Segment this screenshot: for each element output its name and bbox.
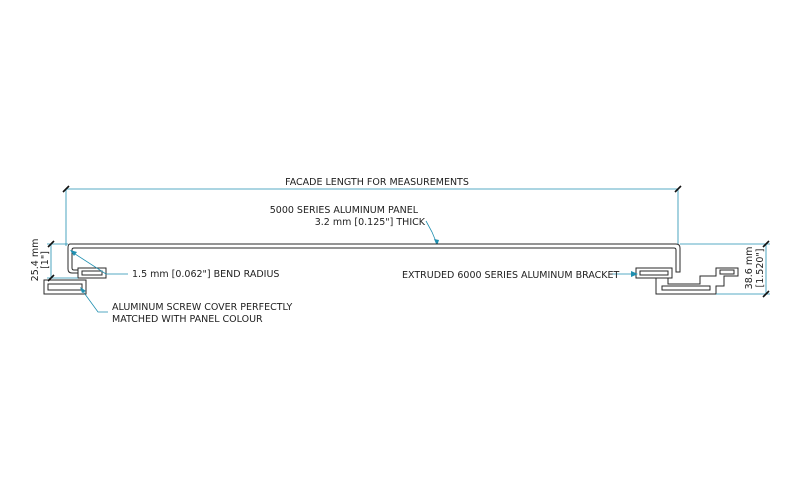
bend-radius-label: 1.5 mm [0.062"] BEND RADIUS <box>132 269 279 280</box>
facade-length-label: FACADE LENGTH FOR MEASUREMENTS <box>285 177 469 188</box>
facade-length-dimension <box>62 185 682 246</box>
left-clip-bracket <box>43 267 107 295</box>
panel-leader <box>425 220 439 246</box>
bracket-label: EXTRUDED 6000 SERIES ALUMINUM BRACKET <box>402 270 620 281</box>
bracket-leader <box>612 271 638 277</box>
right-height-mm: 38.6 mm <box>744 247 755 290</box>
left-height-in: [1"] <box>40 251 51 269</box>
right-height-dimension <box>680 240 770 298</box>
panel-thickness-label: 3.2 mm [0.125"] THICK <box>315 217 426 228</box>
right-extruded-bracket <box>635 267 739 295</box>
screw-cover-leader <box>80 287 108 313</box>
screw-cover-label-line1: ALUMINUM SCREW COVER PERFECTLY <box>112 302 293 313</box>
screw-cover-label-line2: MATCHED WITH PANEL COLOUR <box>112 314 263 325</box>
left-height-dimension <box>47 240 78 282</box>
right-height-in: [1.520"] <box>755 249 766 288</box>
left-height-mm: 25.4 mm <box>30 239 41 282</box>
bend-radius-leader <box>70 250 128 275</box>
aluminum-panel <box>67 243 681 274</box>
panel-material-label: 5000 SERIES ALUMINUM PANEL <box>270 205 419 216</box>
